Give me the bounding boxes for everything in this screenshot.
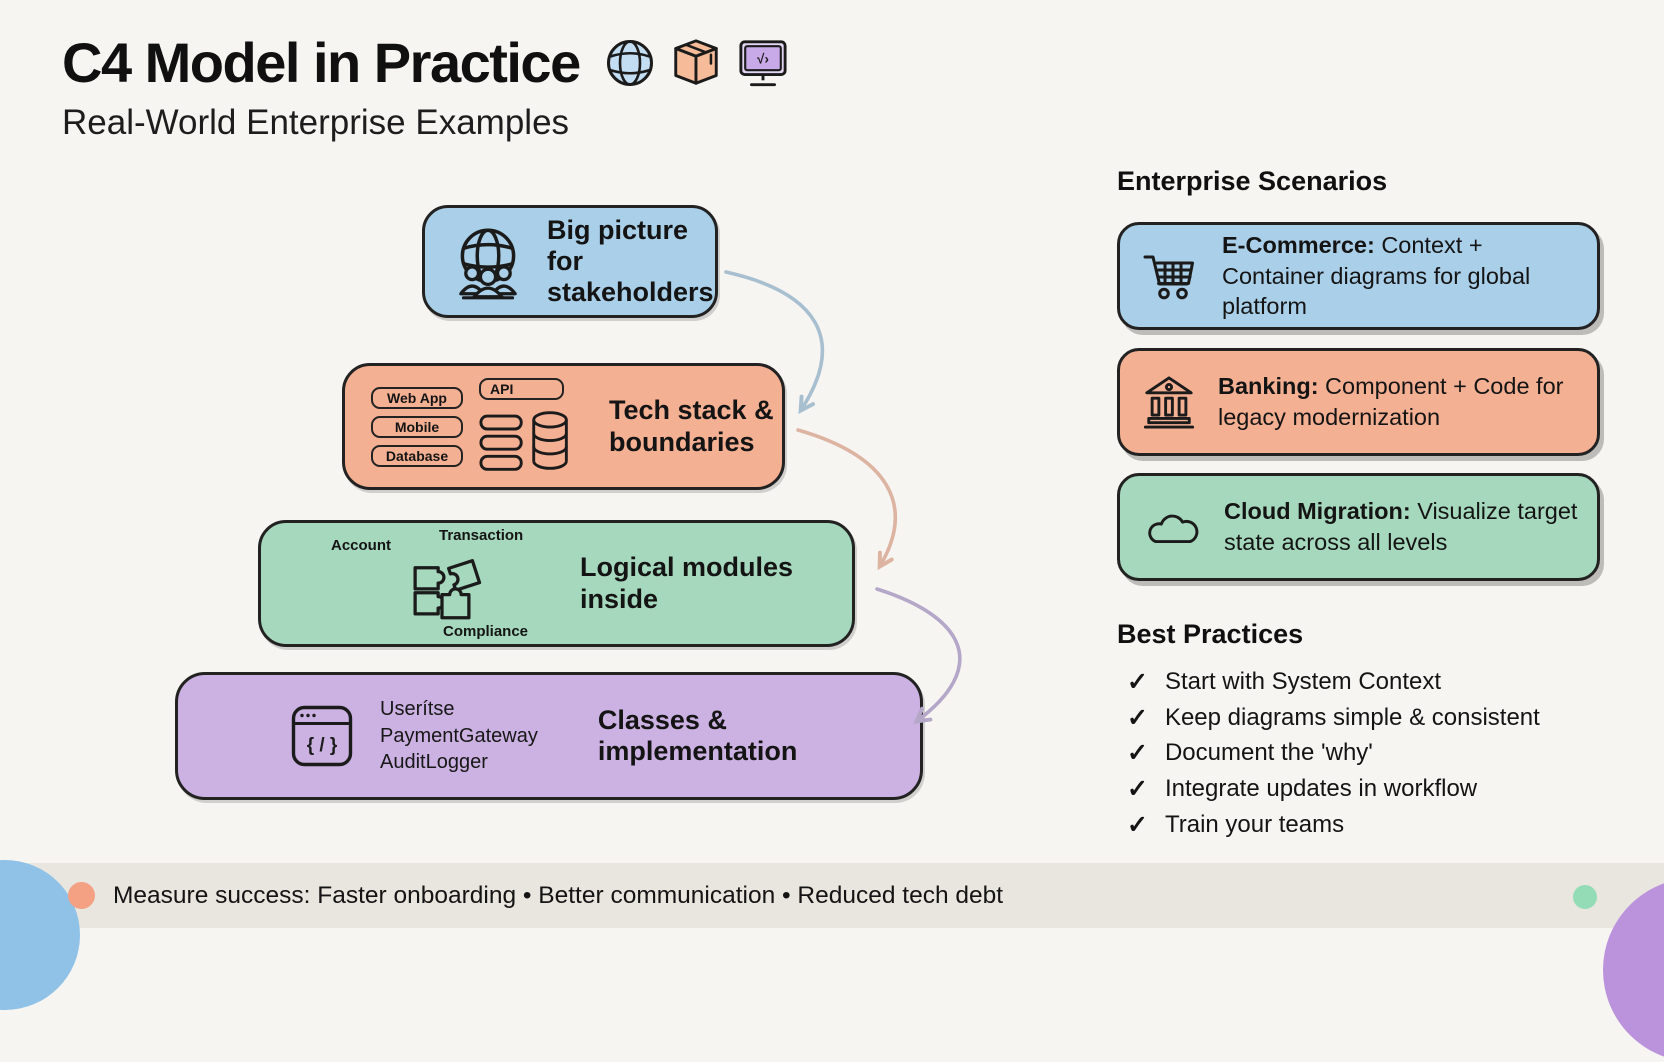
slide-canvas: C4 Model in Practice	[0, 30, 1664, 1062]
deco-circle-blue	[0, 860, 80, 1010]
footer-band: Measure success: Faster onboarding • Bet…	[0, 860, 1664, 1062]
puzzle-icon	[383, 539, 501, 635]
best-practice-text: Start with System Context	[1164, 667, 1442, 695]
code-window-icon: { / }	[290, 704, 354, 768]
monitor-code-icon: √›	[736, 38, 790, 88]
scenario-label: Banking:	[1218, 373, 1319, 400]
tag-api: API	[479, 378, 564, 400]
checkmark-icon: ✓	[1127, 811, 1148, 840]
deco-dot-green	[1573, 885, 1597, 909]
best-practice-text: Train your teams	[1164, 811, 1345, 839]
module-label-account: Account	[331, 536, 391, 554]
scenario-body: Component + Code for legacy modernizatio…	[1218, 373, 1564, 430]
deco-dot-orange	[68, 882, 95, 909]
pyramid-level-component-label: Logical modules inside	[580, 552, 794, 614]
scenario-label: Cloud Migration:	[1224, 498, 1411, 525]
pyramid-level-code-label: Classes & implementation	[597, 704, 798, 766]
pyramid-level-context: Big picture for stakeholders	[422, 205, 718, 318]
scenarios-heading: Enterprise Scenarios	[1117, 166, 1388, 196]
best-practice-item: ✓ Keep diagrams simple & consistent	[1127, 700, 1540, 736]
page-subtitle: Real-World Enterprise Examples	[62, 103, 570, 142]
best-practice-item: ✓ Integrate updates in workflow	[1127, 771, 1540, 807]
tech-stack-icon	[479, 407, 575, 475]
container-api-group: API	[479, 378, 575, 475]
class-name: PaymentGateway	[380, 724, 538, 747]
pyramid-level-component: Account Transaction Compliance Logical m…	[258, 520, 855, 647]
scenario-body: Context + Container diagrams for global …	[1222, 232, 1531, 320]
scenario-cloud-migration: Cloud Migration: Visualize target state …	[1117, 473, 1600, 581]
pyramid-level-code: { / } Userítse PaymentGateway AuditLogge…	[175, 672, 923, 800]
title-icons: √›	[604, 36, 790, 90]
bank-icon	[1142, 374, 1196, 430]
scenario-body: Visualize target state across all levels	[1224, 498, 1578, 555]
footer-text: Measure success: Faster onboarding • Bet…	[113, 881, 1004, 909]
package-icon	[669, 36, 723, 90]
scenario-ecommerce-text: E-Commerce: Context + Container diagrams…	[1222, 230, 1582, 322]
component-modules: Account Transaction Compliance	[331, 525, 546, 643]
globe-icon	[604, 37, 656, 89]
best-practices-list: ✓ Start with System Context ✓ Keep diagr…	[1127, 664, 1540, 843]
code-glyph: { / }	[307, 735, 338, 756]
checkmark-icon: ✓	[1127, 775, 1148, 804]
shopping-cart-icon	[1142, 250, 1200, 302]
checkmark-icon: ✓	[1127, 739, 1148, 768]
class-name: Userítse	[380, 698, 455, 721]
scenario-cloud-text: Cloud Migration: Visualize target state …	[1224, 496, 1584, 557]
header: C4 Model in Practice	[62, 30, 790, 143]
page-title: C4 Model in Practice	[62, 31, 581, 94]
tag-mobile: Mobile	[371, 415, 463, 438]
monitor-glyph: √›	[757, 51, 769, 66]
best-practice-item: ✓ Start with System Context	[1127, 664, 1540, 700]
best-practices-heading: Best Practices	[1117, 619, 1304, 649]
pyramid-level-container: Web App Mobile Database API Tec	[342, 363, 785, 490]
tag-database: Database	[371, 444, 463, 467]
cloud-icon	[1142, 504, 1202, 550]
best-practice-text: Document the 'why'	[1164, 739, 1373, 767]
scenario-ecommerce: E-Commerce: Context + Container diagrams…	[1117, 222, 1600, 330]
class-name: AuditLogger	[380, 751, 488, 774]
pyramid-level-context-label: Big picture for stakeholders	[547, 214, 714, 308]
checkmark-icon: ✓	[1127, 667, 1148, 696]
pyramid-level-container-label: Tech stack & boundaries	[609, 395, 774, 457]
best-practice-text: Keep diagrams simple & consistent	[1164, 703, 1540, 731]
tag-web-app: Web App	[371, 386, 463, 409]
best-practice-item: ✓ Train your teams	[1127, 807, 1540, 843]
best-practice-item: ✓ Document the 'why'	[1127, 736, 1540, 772]
scenario-banking: Banking: Component + Code for legacy mod…	[1117, 348, 1600, 456]
module-label-transaction: Transaction	[439, 526, 524, 544]
container-tags: Web App Mobile Database	[371, 386, 463, 467]
scenario-label: E-Commerce:	[1222, 232, 1375, 259]
globe-people-icon	[445, 219, 531, 305]
module-label-compliance: Compliance	[443, 622, 529, 640]
deco-circle-purple	[1603, 878, 1664, 1062]
checkmark-icon: ✓	[1127, 703, 1148, 732]
best-practice-text: Integrate updates in workflow	[1164, 775, 1478, 803]
code-class-list: Userítse PaymentGateway AuditLogger	[380, 696, 538, 775]
scenario-banking-text: Banking: Component + Code for legacy mod…	[1218, 371, 1578, 432]
